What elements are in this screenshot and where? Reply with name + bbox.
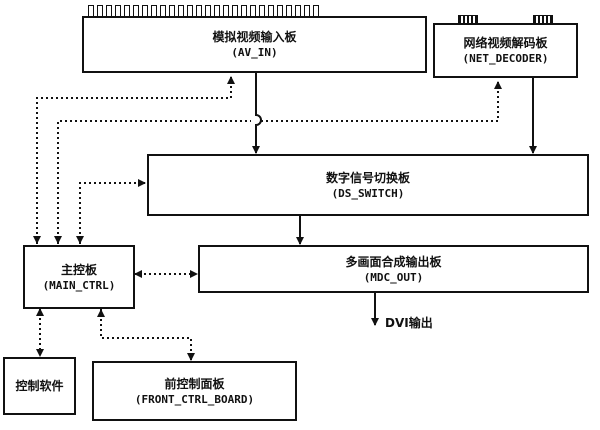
- ds-switch-title: 数字信号切换板: [325, 170, 410, 185]
- net-decoder-title: 网络视频解码板: [463, 36, 548, 50]
- main-ctrl-to-front-ctrl-line: [100, 309, 195, 361]
- main-ctrl-code: (MAIN_CTRL): [42, 278, 116, 292]
- av-in-connectors: [88, 5, 319, 16]
- av-in-to-ds-switch-line: [252, 72, 262, 154]
- main-ctrl-block: 主控板 (MAIN_CTRL): [23, 245, 135, 309]
- control-software-title: 控制软件: [15, 379, 64, 393]
- mdc-out-block: 多画面合成输出板 (MDC_OUT): [198, 245, 589, 293]
- ds-switch-block: 数字信号切换板 (DS_SWITCH): [147, 154, 589, 216]
- main-ctrl-to-av-in-line: [36, 76, 235, 244]
- main-ctrl-to-ds-switch-line: [79, 179, 146, 244]
- av-in-block: 模拟视频输入板 (AV_IN): [82, 16, 427, 73]
- dvi-output-label: DVI输出: [385, 316, 433, 330]
- net-decoder-code: (NET_DECODER): [462, 52, 549, 65]
- front-ctrl-board-title: 前控制面板: [164, 376, 225, 391]
- main-ctrl-net-decoder-right-segment: [261, 81, 502, 122]
- mdc-out-title: 多画面合成输出板: [345, 254, 442, 269]
- front-ctrl-board-code: (FRONT_CTRL_BOARD): [134, 392, 255, 406]
- mdc-out-code: (MDC_OUT): [363, 270, 424, 284]
- av-in-title: 模拟视频输入板: [212, 30, 297, 44]
- av-in-code: (AV_IN): [231, 46, 278, 59]
- ds-switch-code: (DS_SWITCH): [331, 186, 405, 200]
- main-ctrl-title: 主控板: [60, 262, 97, 277]
- main-ctrl-to-net-decoder-line: [57, 120, 251, 244]
- front-ctrl-board-block: 前控制面板 (FRONT_CTRL_BOARD): [92, 361, 297, 421]
- control-software-block: 控制软件: [3, 357, 76, 415]
- net-decoder-block: 网络视频解码板 (NET_DECODER): [433, 23, 578, 78]
